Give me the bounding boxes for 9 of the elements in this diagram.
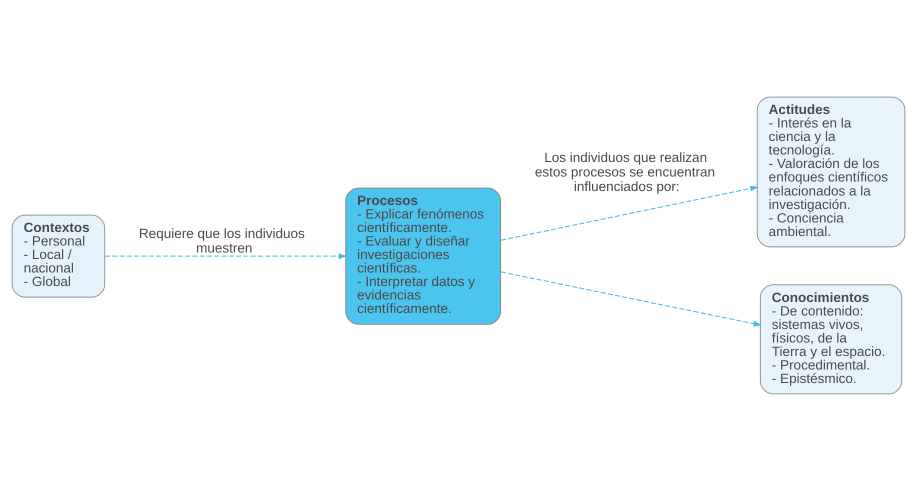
arrow	[500, 185, 758, 240]
node-box: Procesos - Explicar fenómenos científicamente. - Evaluar y diseñar investigaciones científicas. - Interpretar datos y evidencias científicamente.	[345, 187, 502, 324]
node-box: Actitudes - Interés en la ciencia y la tecnología. - Valoración de los enfoques científicos relacionados a la investigación. - Conciencia ambiental.	[756, 96, 906, 247]
node-box: Contextos - Personal - Local / nacional - Global	[12, 214, 106, 298]
edge-label: Requiere que los individuos muestren	[138, 225, 305, 255]
arrow	[105, 252, 347, 259]
edge-label: Los individuos que realizan estos procesos se encuentran influenciados por:	[534, 150, 715, 194]
node-box: Conocimientos - De contenido: sistemas vivos, físicos, de la Tierra y el espacio. - Procedimental. - Epistésmico.	[760, 284, 902, 394]
arrow	[500, 270, 762, 326]
